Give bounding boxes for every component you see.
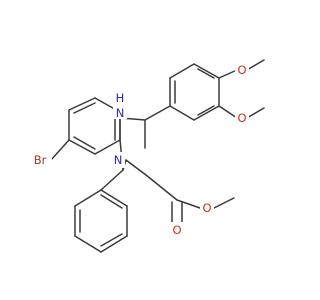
o-ome2-label-background — [235, 110, 249, 126]
bond-ome2-methyl — [246, 107, 265, 119]
atom-label-nh: H N — [113, 89, 127, 120]
bond-aryl-ome2 — [218, 105, 238, 119]
o-ome1-label-background — [235, 62, 249, 78]
bond-benzo-top-left — [68, 97, 96, 111]
bond-c6-br — [50, 139, 70, 161]
bond-ome1-methyl — [246, 59, 265, 71]
bond-layer — [50, 59, 265, 253]
bond-c2-aryl — [144, 105, 171, 121]
bond-ph-3-4 — [74, 235, 102, 253]
o-ester-carbonyl-label: O — [172, 223, 181, 237]
bond-ph-1-2 — [74, 189, 102, 207]
bond-ph-6-1 — [100, 189, 128, 207]
nh-hydrogen-label: H — [116, 91, 125, 105]
br-label-background — [28, 151, 52, 169]
bond-aryl-inner-3 — [197, 68, 215, 79]
bond-aryl-4-5 — [193, 63, 220, 79]
nh-nitrogen-label: N — [116, 106, 125, 120]
molecule-structure: H N N Br O O O O — [28, 59, 265, 253]
bond-aryl-ome1 — [218, 69, 238, 79]
n3-label-background — [111, 152, 125, 168]
bond-c4-phenyl — [100, 169, 124, 191]
nh-label-background — [113, 89, 127, 119]
atom-label-o-ester-carbonyl: O — [170, 222, 184, 238]
atom-label-br: Br — [28, 151, 52, 169]
bond-benzo-bottom — [68, 139, 96, 155]
bond-ch2-carbonyl — [145, 174, 178, 201]
atom-label-o-ester-single: O — [200, 200, 214, 216]
bond-o-methyl — [213, 197, 235, 209]
bond-n3-ch2 — [125, 159, 147, 176]
atom-label-n3: N — [111, 152, 125, 168]
bond-aryl-1-2 — [169, 105, 195, 121]
bond-benzo-right-lower — [94, 139, 121, 155]
o-ester-single-label-background — [200, 200, 214, 216]
bond-ph-inner-2 — [100, 233, 123, 247]
atom-label-o-ome1: O — [235, 62, 249, 78]
o-ester-single-label: O — [202, 201, 211, 215]
bond-ph-4-5 — [100, 235, 128, 253]
n3-label: N — [114, 153, 123, 167]
bond-aryl-5-6 — [169, 63, 195, 79]
o-ester-carbonyl-label-background — [170, 222, 184, 238]
bond-aryl-2-3 — [193, 105, 220, 121]
br-label: Br — [34, 153, 47, 167]
bond-aryl-inner-2 — [197, 105, 215, 116]
bond-carbonyl-o-single — [176, 199, 201, 209]
atom-label-o-ome2: O — [235, 110, 249, 126]
bond-benzo-inner-bottom — [73, 136, 96, 150]
bond-benzo-inner-top — [73, 102, 96, 114]
o-ome1-label: O — [237, 63, 246, 77]
o-ome2-label: O — [237, 111, 246, 125]
bond-ph-inner-3 — [100, 194, 123, 209]
